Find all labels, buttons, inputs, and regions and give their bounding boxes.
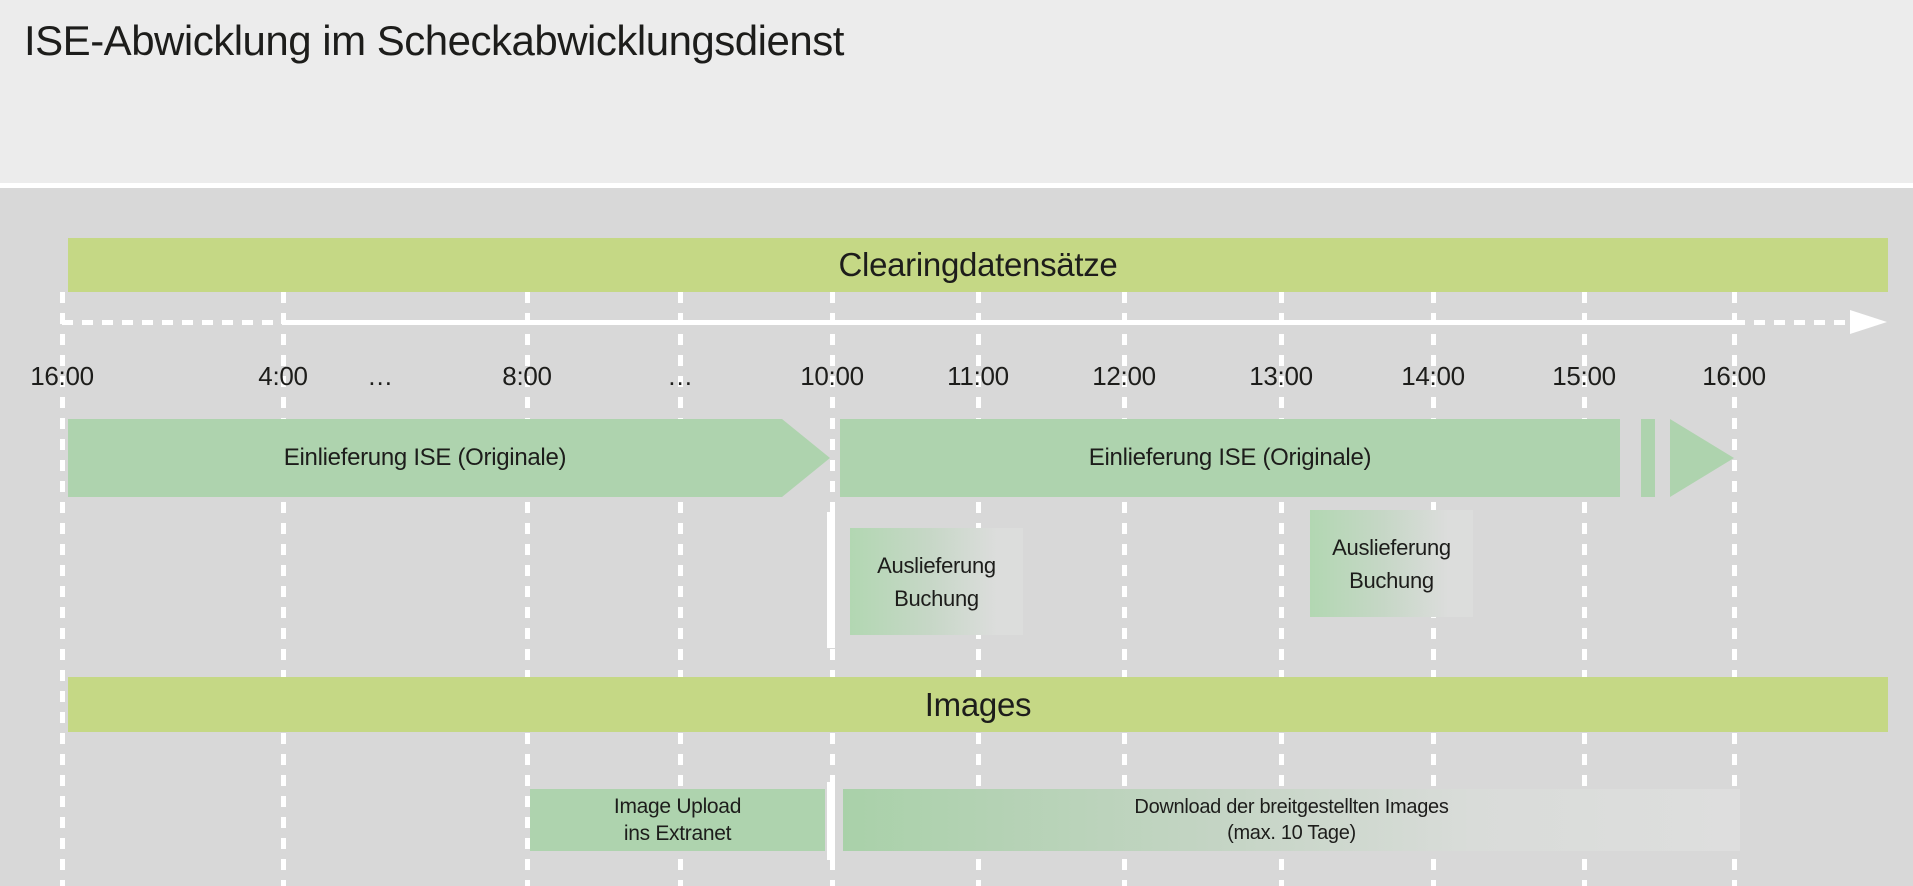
gridline-15-00: [1582, 292, 1587, 886]
tick-label: 12:00: [1092, 361, 1156, 391]
auslieferung-afternoon-box: Auslieferung Buchung: [1310, 510, 1473, 617]
axis-arrowhead-icon: [1850, 310, 1887, 334]
axis-dashed-right: [1734, 320, 1850, 325]
header-separator: [0, 183, 1913, 188]
axis-dashed-left: [62, 320, 283, 325]
box-label-line1: Auslieferung: [877, 552, 996, 578]
bar-continuation-strip: [1641, 419, 1655, 497]
images-banner-label: Images: [924, 685, 1032, 723]
gridline-9-00: [678, 292, 683, 886]
clearing-section-banner: Clearingdatensätze: [68, 238, 1888, 292]
tick-label: 4:00: [258, 361, 308, 391]
box-label-line2: Buchung: [1349, 567, 1434, 593]
box-label-line1: Auslieferung: [1332, 534, 1451, 560]
gridline-4-00: [281, 292, 286, 886]
auslieferung-morning-box: Auslieferung Buchung: [850, 528, 1023, 635]
tick-label: 14:00: [1401, 361, 1465, 391]
tick-label: 13:00: [1249, 361, 1313, 391]
image-download-box: Download der breitgestellten Images (max…: [843, 789, 1740, 851]
tick-label: 10:00: [800, 361, 864, 391]
tick-label: 16:00: [1702, 361, 1766, 391]
bar-label: Einlieferung ISE (Originale): [1088, 444, 1372, 471]
box-label-line2: ins Extranet: [623, 822, 732, 845]
tick-label: 11:00: [947, 361, 1009, 391]
header-bar: [0, 0, 1913, 183]
ten-oclock-separator-line: [827, 782, 835, 860]
tick-label: 15:00: [1552, 361, 1616, 391]
gridline-16-00: [1732, 292, 1737, 886]
tick-label: 8:00: [502, 361, 552, 391]
box-label-line1: Download der breitgestellten Images: [1134, 796, 1449, 818]
gridline-8-00: [525, 292, 530, 886]
bar-label: Einlieferung ISE (Originale): [283, 444, 567, 471]
einlieferung-day-bar: Einlieferung ISE (Originale): [840, 419, 1620, 497]
tick-label: …: [367, 361, 393, 391]
gridline-16-00-night: [60, 292, 65, 886]
page-title: ISE-Abwicklung im Scheckabwicklungsdiens…: [24, 17, 844, 64]
box-label-line2: Buchung: [894, 585, 979, 611]
clearing-banner-label: Clearingdatensätze: [838, 246, 1118, 283]
einlieferung-early-bar: Einlieferung ISE (Originale): [68, 419, 830, 497]
bar-continuation-arrow-icon: [1670, 419, 1734, 497]
axis-solid-line: [283, 320, 1734, 325]
ten-oclock-separator-line: [827, 512, 835, 648]
image-upload-box: Image Upload ins Extranet: [530, 789, 825, 851]
tick-label: …: [667, 361, 693, 391]
tick-label: 16:00: [30, 361, 94, 391]
box-label-line1: Image Upload: [613, 794, 742, 818]
gridline-12-00: [1122, 292, 1127, 886]
box-label-line2: (max. 10 Tage): [1227, 822, 1356, 844]
images-section-banner: Images: [68, 677, 1888, 732]
gridline-13-00: [1279, 292, 1284, 886]
